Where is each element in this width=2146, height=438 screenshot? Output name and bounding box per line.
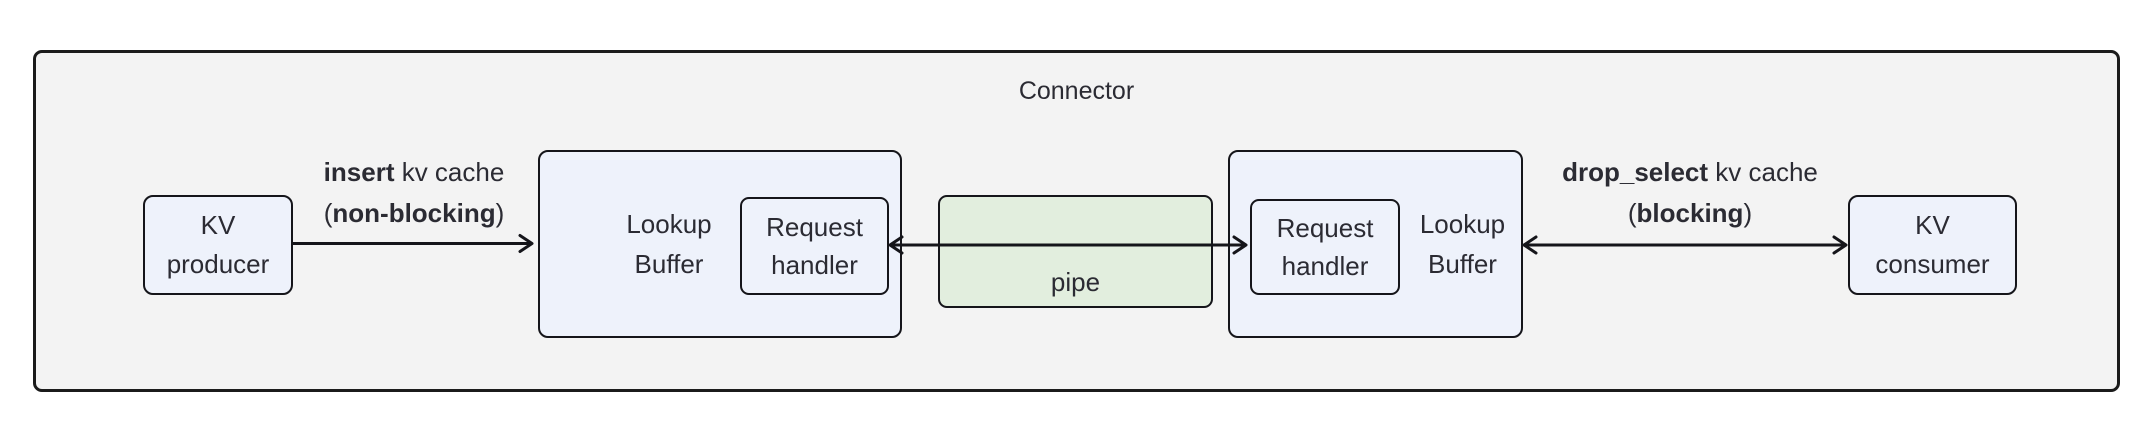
node-kv-producer: KV producer (143, 195, 293, 295)
node-label: Lookup Buffer (626, 209, 712, 279)
connector-title: Connector (1018, 77, 1135, 105)
node-request-handler-left: Request handler (740, 197, 889, 295)
node-label: handler (771, 250, 858, 280)
edge-label-drop-select: drop_select kv cache (blocking) (1520, 152, 1860, 234)
node-lookup-buffer-right: Request handler Lookup Buffer (1228, 150, 1523, 338)
node-label: KV (1915, 210, 1950, 240)
node-label: consumer (1875, 249, 1990, 279)
node-pipe: pipe (938, 195, 1213, 308)
drop-select-arrow-icon (1522, 235, 1848, 255)
insert-arrow-icon (293, 234, 534, 253)
edge-label-line1: insert kv cache (323, 157, 505, 187)
edge-label-line1: drop_select kv cache (1562, 157, 1818, 187)
edge-label-line2: (blocking) (1627, 198, 1753, 228)
node-label: handler (1281, 251, 1369, 281)
node-label: Request (766, 212, 863, 242)
node-label: Request (1276, 213, 1374, 243)
edge-label-line2: (non-blocking) (323, 198, 505, 228)
node-label: KV (200, 210, 236, 240)
node-kv-consumer: KV consumer (1848, 195, 2017, 295)
edge-label-insert: insert kv cache (non-blocking) (244, 152, 584, 234)
pipe-label: pipe (1050, 267, 1101, 297)
pipe-arrow-icon (888, 235, 1248, 255)
node-lookup-buffer-left: Lookup Buffer Request handler (538, 150, 902, 338)
node-label: producer (166, 249, 270, 279)
node-label: Lookup Buffer (1419, 209, 1506, 279)
node-request-handler-right: Request handler (1250, 199, 1400, 295)
